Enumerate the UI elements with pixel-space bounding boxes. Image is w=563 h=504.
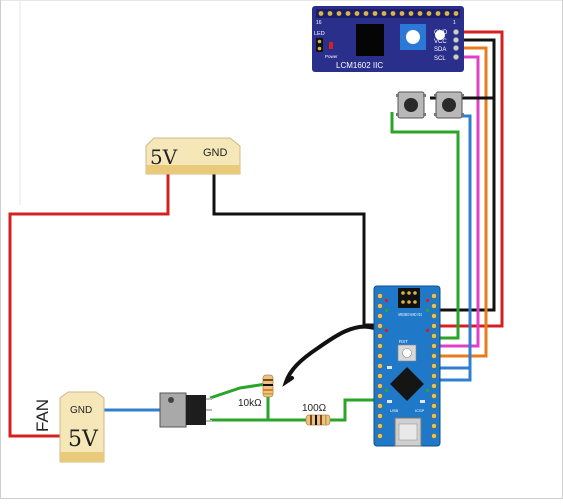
fan-terminal-gnd-label: GND	[70, 405, 92, 416]
led-jumper	[316, 38, 323, 52]
lcd-i2c-module: 16 1 LED Power GND VCC SDA SCL LCM1602 I…	[312, 6, 464, 72]
lcd-model-label: LCM1602 IIC	[336, 61, 383, 70]
lcd-pin-sda: SDA	[434, 47, 446, 53]
lcd-pin1-label: 1	[453, 20, 456, 26]
i2c-chip	[356, 24, 384, 56]
lcd-header-pins	[316, 9, 460, 18]
pushbutton-right	[434, 91, 464, 119]
arduino-nano: ARDUINO NANO V3.0 RST USB ICSP	[373, 285, 441, 447]
fan-terminal: GND 5V	[59, 391, 105, 463]
resistor-100	[305, 414, 331, 426]
power-terminal-gnd-label: GND	[203, 147, 228, 159]
lcd-pin-gnd: GND	[434, 30, 448, 36]
resistor-100-label: 100Ω	[302, 403, 327, 414]
wire-button-blue	[440, 114, 472, 370]
resistor-10k-label: 10kΩ	[238, 398, 262, 409]
icsp-header	[398, 288, 420, 308]
lcd-power-label: Power	[325, 54, 338, 59]
wire-red-5v-fan	[8, 170, 170, 438]
arduino-pins-left	[377, 293, 383, 439]
wire-lcd-scl	[440, 55, 480, 348]
arduino-usb-label: USB	[390, 408, 399, 413]
mcu-chip	[390, 367, 424, 401]
fan-terminal-5v-label: 5V	[68, 427, 99, 452]
wire-black-handdrawn	[282, 324, 376, 387]
lcd-pin16-label: 16	[316, 20, 322, 26]
wire-blue-extra	[440, 368, 472, 382]
arduino-icsp-label: ICSP	[415, 408, 425, 413]
mounting-hole	[435, 30, 445, 40]
transistor	[159, 392, 212, 428]
potentiometer-knob	[406, 30, 420, 44]
power-led	[329, 42, 333, 49]
lcd-led-label: LED	[314, 31, 325, 37]
lcd-pin-vcc: VCC	[434, 39, 447, 45]
wire-button-green	[390, 112, 460, 340]
lcd-pin-scl: SCL	[434, 56, 446, 62]
resistor-10k	[262, 374, 274, 398]
pushbutton-left	[396, 91, 426, 119]
arduino-board-label: ARDUINO NANO V3.0	[398, 312, 422, 317]
arduino-rst-label: RST	[399, 339, 408, 344]
wire-lcd-vcc	[440, 38, 496, 312]
power-terminal: 5V GND	[145, 137, 241, 175]
wire-lcd-sda	[440, 46, 488, 358]
fan-label: FAN	[33, 399, 52, 432]
wire-green-base	[209, 382, 267, 400]
power-terminal-5v-label: 5V	[150, 145, 178, 169]
wire-black-gnd	[212, 172, 375, 327]
arduino-pins-right	[431, 293, 437, 439]
wire-green-d-pin	[330, 398, 375, 422]
